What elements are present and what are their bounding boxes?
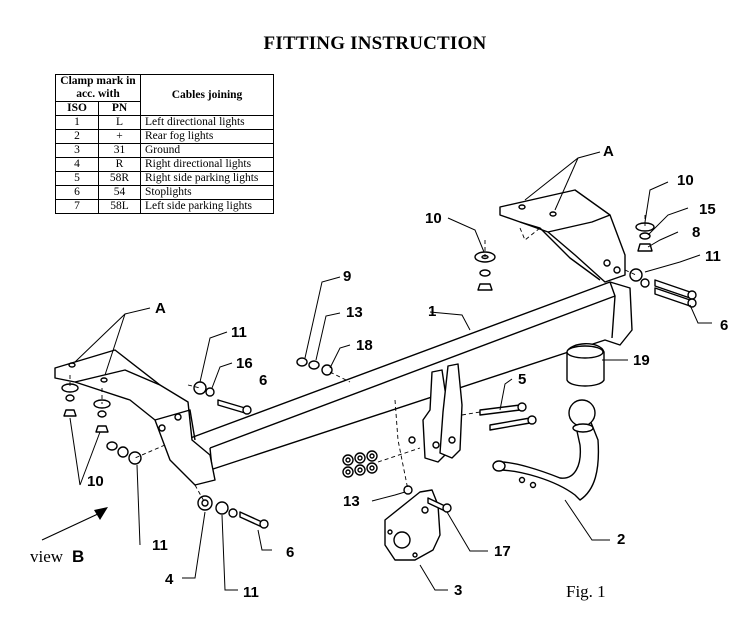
callout-16: 16 xyxy=(236,355,253,372)
clamp-mark-table: Clamp mark in acc. with Cables joining I… xyxy=(54,74,274,214)
assembly-lines xyxy=(69,215,646,504)
washers-nuts xyxy=(61,222,655,518)
callout-6-bottom: 6 xyxy=(286,544,294,561)
callout-6-mid: 6 xyxy=(259,372,267,389)
callout-labels: A 10 15 8 11 6 10 9 13 18 1 19 11 16 6 5… xyxy=(87,143,728,601)
ball-cover-cap xyxy=(566,343,605,387)
callout-2: 2 xyxy=(617,531,625,548)
callout-3: 3 xyxy=(454,582,462,599)
electrical-socket-plate xyxy=(384,489,441,561)
callout-a-left: A xyxy=(155,300,166,317)
callout-11-left: 11 xyxy=(152,537,168,554)
callout-11-right: 11 xyxy=(705,248,721,265)
callout-4: 4 xyxy=(165,571,174,588)
leader-lines xyxy=(69,151,712,591)
callout-15: 15 xyxy=(699,201,716,218)
callout-8: 8 xyxy=(692,224,700,241)
figure-label: Fig. 1 xyxy=(566,582,606,601)
callout-10-left: 10 xyxy=(87,473,104,490)
callout-19: 19 xyxy=(633,352,650,369)
callout-6-right: 6 xyxy=(720,317,728,334)
view-letter: B xyxy=(72,547,84,566)
callout-5: 5 xyxy=(518,371,526,388)
bolts-5 xyxy=(479,402,537,431)
callout-13-top: 13 xyxy=(346,304,363,321)
bolt-6-mid xyxy=(217,399,252,415)
page-title: FITTING INSTRUCTION xyxy=(263,33,487,54)
header-clamp-mark: Clamp mark in acc. with xyxy=(55,74,141,102)
right-mounting-bracket xyxy=(499,189,626,283)
callout-13-bottom: 13 xyxy=(343,493,360,510)
header-pn: PN xyxy=(98,101,141,116)
callout-17: 17 xyxy=(494,543,511,560)
tow-ball-mounting-plates xyxy=(408,363,463,463)
callout-1: 1 xyxy=(428,303,436,320)
callout-11-mid: 11 xyxy=(231,324,247,341)
callout-9: 9 xyxy=(343,268,351,285)
nut-group xyxy=(342,450,378,478)
callout-a-right: A xyxy=(603,143,614,160)
callout-10-top: 10 xyxy=(677,172,694,189)
view-b-arrow xyxy=(41,507,108,541)
bolt-6-right xyxy=(654,279,697,308)
main-crossbar xyxy=(184,281,633,471)
tow-ball-neck xyxy=(492,399,600,501)
callout-18: 18 xyxy=(356,337,373,354)
bolt-6-bottom xyxy=(239,511,269,529)
callout-10-mid: 10 xyxy=(425,210,442,227)
callout-11-bottom: 11 xyxy=(243,584,259,601)
view-label: view xyxy=(30,547,64,566)
table-row: 2+Rear fog lights xyxy=(54,129,274,144)
left-mounting-bracket xyxy=(54,349,216,486)
